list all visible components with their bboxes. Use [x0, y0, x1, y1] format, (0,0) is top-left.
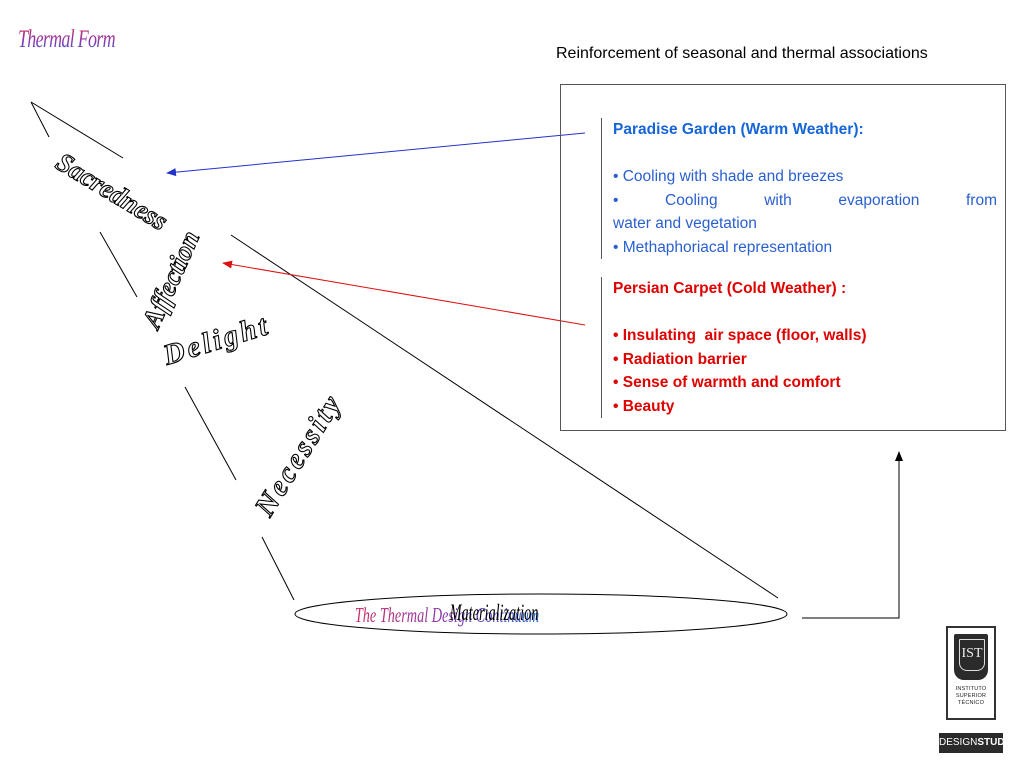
paradise-item-2-line-1: • Cooling with evaporation from — [613, 191, 997, 209]
cone-top-edge — [30, 101, 124, 159]
cone-left-edge-3 — [184, 386, 237, 481]
design-studio-badge: DESIGNSTUDIO — [939, 733, 1015, 753]
carpet-section: Persian Carpet (Cold Weather) : • Insula… — [601, 277, 997, 418]
cone-left-edge-2 — [99, 231, 138, 298]
layer-sacredness: Sacredness — [51, 146, 173, 236]
cone-right-edge — [230, 234, 779, 599]
slide-subtitle: Reinforcement of seasonal and thermal as… — [556, 45, 928, 62]
associations-box: Paradise Garden (Warm Weather): • Coolin… — [560, 84, 1006, 431]
carpet-item-3: • Sense of warmth and comfort — [613, 374, 841, 391]
paradise-item-2-line-2: water and vegetation — [613, 215, 757, 232]
paradise-item-3: • Methaphoriacal representation — [613, 238, 833, 256]
shield-icon: IST — [954, 634, 988, 680]
carpet-item-1: • Insulating air space (floor, walls) — [613, 327, 867, 344]
layer-delight: Delight — [159, 309, 274, 372]
logo-monogram: IST — [959, 639, 985, 671]
paradise-arrow — [166, 132, 586, 177]
carpet-heading: Persian Carpet (Cold Weather) : — [613, 280, 847, 297]
paradise-section: Paradise Garden (Warm Weather): • Coolin… — [601, 118, 997, 259]
base-ellipse — [294, 593, 788, 635]
layer-affection: Affection — [135, 226, 205, 334]
paradise-heading: Paradise Garden (Warm Weather): — [613, 121, 864, 138]
layer-necessity: Necessity — [248, 388, 349, 523]
paradise-item-1: • Cooling with shade and breezes — [613, 168, 844, 185]
cone-left-edge-4 — [261, 536, 295, 601]
carpet-item-2: • Radiation barrier — [613, 350, 747, 368]
carpet-item-4: • Beauty — [613, 397, 675, 415]
base-label-continuum: The Thermal Design Continuum — [355, 603, 539, 626]
slide-title: Thermal Form — [18, 26, 116, 53]
institution-name: INSTITUTO SUPERIOR TÉCNICO — [955, 686, 987, 706]
carpet-arrow — [222, 260, 586, 326]
institution-logo: IST INSTITUTO SUPERIOR TÉCNICO — [946, 626, 996, 720]
feedback-arrow — [802, 451, 903, 619]
cone-left-edge-1 — [30, 101, 50, 138]
base-label-materialization: Materialization — [449, 601, 538, 626]
